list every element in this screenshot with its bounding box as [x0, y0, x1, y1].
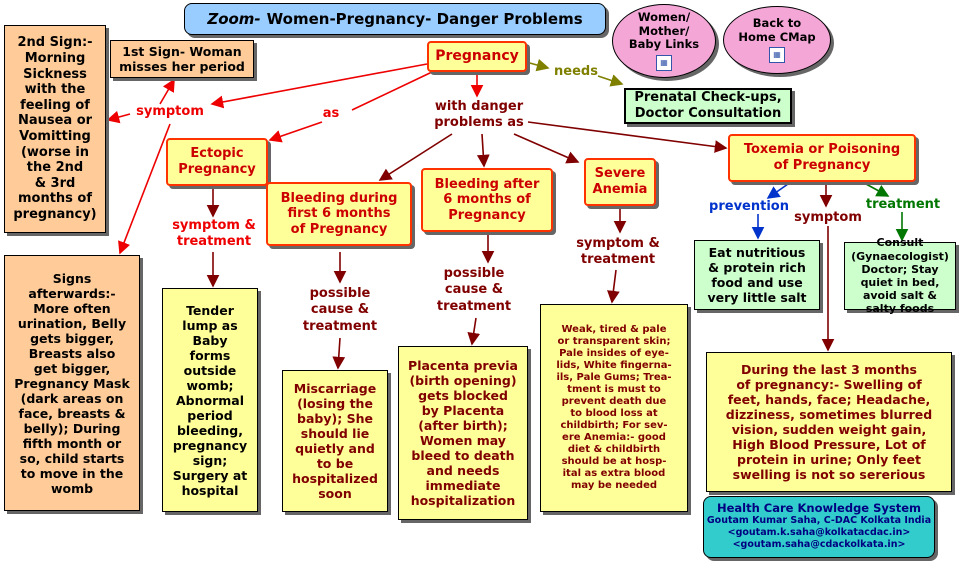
credit-heading: Health Care Knowledge System [716, 501, 922, 515]
link-with-danger: with danger problems as [434, 99, 524, 131]
concept-miscarriage-label: Miscarriage (losing the baby); She shoul… [292, 381, 378, 501]
link-as: as [322, 106, 340, 121]
concept-prenatal-label: Prenatal Check-ups, Doctor Consultation [634, 90, 782, 121]
concept-tender-lump-label: Tender lump as Baby forms outside womb; … [172, 302, 248, 498]
page-title: Zoom- Women-Pregnancy- Danger Problems [184, 3, 606, 35]
concept-bleeding-after[interactable]: Bleeding after 6 months of Pregnancy [421, 168, 553, 232]
credit-author: Goutam Kumar Saha, C-DAC Kolkata India [706, 515, 932, 527]
concept-miscarriage[interactable]: Miscarriage (losing the baby); She shoul… [282, 370, 388, 512]
home-cmap-label: Back to Home CMap [738, 15, 816, 44]
concept-tender-lump[interactable]: Tender lump as Baby forms outside womb; … [162, 288, 258, 512]
concept-second-sign[interactable]: 2nd Sign:- Morning Sickness with the fee… [4, 25, 106, 233]
cmap-link-icon: ▦ [656, 55, 672, 72]
concept-pregnancy[interactable]: Pregnancy [427, 41, 527, 72]
concept-toxemia-label: Toxemia or Poisoning of Pregnancy [743, 142, 901, 173]
link-possible-1: possible cause & treatment [302, 286, 378, 334]
link-possible-2: possible cause & treatment [436, 266, 512, 314]
link-prevention: prevention [709, 199, 789, 214]
concept-consult-label: Consult (Gynaecologist) Doctor; Stay qui… [851, 236, 949, 316]
credit-box: Health Care Knowledge System Goutam Kuma… [703, 496, 935, 558]
concept-prenatal[interactable]: Prenatal Check-ups, Doctor Consultation [624, 88, 792, 124]
concept-bleeding-first[interactable]: Bleeding during first 6 months of Pregna… [266, 182, 412, 246]
concept-ectopic[interactable]: Ectopic Pregnancy [166, 138, 268, 186]
concept-eat-nutritious[interactable]: Eat nutritious & protein rich food and u… [694, 240, 820, 310]
concept-consult[interactable]: Consult (Gynaecologist) Doctor; Stay qui… [844, 236, 956, 315]
concept-signs-afterwards[interactable]: Signs afterwards:- More often urination,… [4, 255, 140, 511]
concept-placenta-label: Placenta previa (birth opening) gets blo… [408, 358, 518, 508]
concept-last-3-months-label: During the last 3 months of pregnancy:- … [725, 362, 933, 482]
concept-anemia-detail[interactable]: Weak, tired & pale or transparent skin; … [540, 304, 688, 512]
concept-first-sign-label: 1st Sign- Woman misses her period [119, 44, 245, 74]
concept-ectopic-label: Ectopic Pregnancy [178, 146, 256, 177]
concept-eat-nutritious-label: Eat nutritious & protein rich food and u… [707, 245, 807, 305]
title-prefix: Zoom- [207, 10, 261, 28]
women-links-label: Women/ Mother/ Baby Links [628, 9, 700, 52]
concept-placenta[interactable]: Placenta previa (birth opening) gets blo… [398, 346, 528, 520]
concept-toxemia[interactable]: Toxemia or Poisoning of Pregnancy [728, 134, 916, 182]
home-cmap-button[interactable]: Back to Home CMap ▦ [723, 6, 831, 74]
concept-anemia[interactable]: Severe Anemia [584, 158, 656, 206]
concept-anemia-detail-label: Weak, tired & pale or transparent skin; … [556, 324, 672, 491]
concept-anemia-label: Severe Anemia [592, 166, 648, 197]
women-links-button[interactable]: Women/ Mother/ Baby Links ▦ [612, 4, 716, 78]
concept-bleeding-after-label: Bleeding after 6 months of Pregnancy [434, 176, 540, 223]
link-needs: needs [554, 64, 598, 79]
concept-second-sign-label: 2nd Sign:- Morning Sickness with the fee… [13, 35, 97, 222]
link-symptom-treatment-1: symptom & treatment [172, 218, 256, 250]
concept-pregnancy-label: Pregnancy [435, 48, 519, 65]
credit-email-2[interactable]: <goutam.saha@cdackolkata.in> [732, 539, 906, 551]
credit-email-1[interactable]: <goutam.k.saha@kolkatacdac.in> [727, 527, 911, 539]
cmap-link-icon: ▦ [769, 47, 785, 64]
concept-signs-afterwards-label: Signs afterwards:- More often urination,… [14, 270, 130, 496]
link-symptom: symptom [136, 104, 204, 119]
concept-bleeding-first-label: Bleeding during first 6 months of Pregna… [280, 190, 398, 237]
link-symptom-treatment-2: symptom & treatment [576, 236, 660, 268]
concept-first-sign[interactable]: 1st Sign- Woman misses her period [110, 40, 254, 78]
link-treatment: treatment [865, 197, 941, 212]
concept-last-3-months[interactable]: During the last 3 months of pregnancy:- … [706, 352, 952, 492]
link-symptom-2: symptom [794, 210, 862, 225]
title-text: Women-Pregnancy- Danger Problems [266, 10, 583, 28]
